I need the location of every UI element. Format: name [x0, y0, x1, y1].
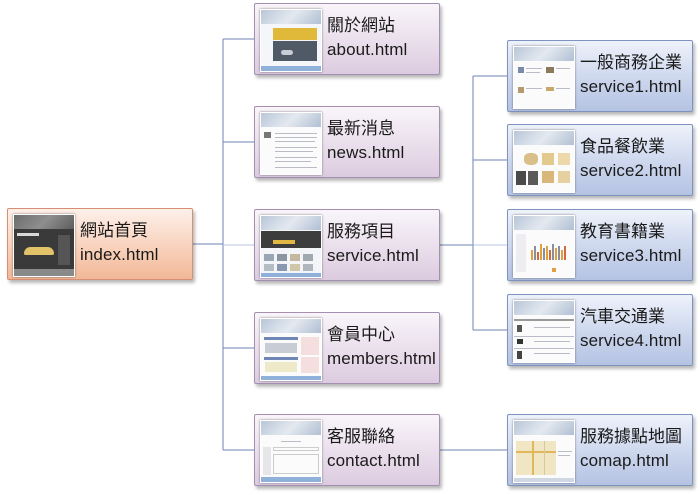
- node-filename: service4.html: [580, 331, 682, 350]
- node-contact-label: 客服聯絡 contact.html: [327, 426, 420, 472]
- members-page-thumbnail: [260, 318, 322, 381]
- service3-page-thumbnail: [513, 215, 575, 278]
- node-title: 關於網站: [327, 16, 395, 36]
- node-filename: about.html: [327, 40, 408, 59]
- node-title: 最新消息: [327, 119, 395, 139]
- node-service4[interactable]: 汽車交通業 service4.html: [507, 294, 693, 366]
- node-filename: contact.html: [327, 451, 420, 470]
- node-service2[interactable]: 食品餐飲業 service2.html: [507, 124, 693, 196]
- node-title: 服務據點地圖: [580, 427, 682, 447]
- node-title: 客服聯絡: [327, 427, 395, 447]
- index-page-thumbnail: [13, 214, 75, 277]
- node-filename: service2.html: [580, 161, 682, 180]
- node-service3[interactable]: 教育書籍業 service3.html: [507, 209, 693, 281]
- node-service4-label: 汽車交通業 service4.html: [580, 306, 681, 352]
- node-news[interactable]: 最新消息 news.html: [254, 106, 440, 178]
- node-service[interactable]: 服務項目 service.html: [254, 209, 440, 281]
- node-comap-label: 服務據點地圖 comap.html: [580, 426, 682, 472]
- node-members[interactable]: 會員中心 members.html: [254, 312, 440, 384]
- node-comap[interactable]: 服務據點地圖 comap.html: [507, 414, 693, 486]
- service1-page-thumbnail: [513, 46, 575, 109]
- map-page-thumbnail: [513, 420, 575, 483]
- service-page-thumbnail: [260, 215, 322, 278]
- node-service1[interactable]: 一般商務企業 service1.html: [507, 40, 693, 112]
- node-about[interactable]: 關於網站 about.html: [254, 3, 440, 75]
- contact-page-thumbnail: [260, 420, 322, 483]
- node-news-label: 最新消息 news.html: [327, 118, 404, 164]
- node-filename: service3.html: [580, 246, 682, 265]
- node-filename: comap.html: [580, 451, 669, 470]
- service2-page-thumbnail: [513, 130, 575, 193]
- about-page-thumbnail: [260, 9, 322, 72]
- service4-page-thumbnail: [513, 300, 575, 363]
- node-title: 一般商務企業: [580, 53, 682, 73]
- node-filename: service1.html: [580, 77, 682, 96]
- node-title: 食品餐飲業: [580, 137, 665, 157]
- node-filename: index.html: [80, 245, 159, 264]
- node-service2-label: 食品餐飲業 service2.html: [580, 136, 681, 182]
- node-filename: service.html: [327, 246, 419, 265]
- node-title: 會員中心: [327, 325, 395, 345]
- node-index[interactable]: 網站首頁 index.html: [7, 208, 193, 280]
- node-index-label: 網站首頁 index.html: [80, 220, 158, 266]
- node-members-label: 會員中心 members.html: [327, 324, 436, 370]
- node-title: 汽車交通業: [580, 307, 665, 327]
- node-service1-label: 一般商務企業 service1.html: [580, 52, 682, 98]
- node-service3-label: 教育書籍業 service3.html: [580, 221, 681, 267]
- node-title: 網站首頁: [80, 221, 148, 241]
- node-filename: members.html: [327, 349, 436, 368]
- node-filename: news.html: [327, 143, 405, 162]
- node-service-label: 服務項目 service.html: [327, 221, 419, 267]
- node-title: 教育書籍業: [580, 222, 665, 242]
- news-page-thumbnail: [260, 112, 322, 175]
- node-title: 服務項目: [327, 222, 395, 242]
- node-about-label: 關於網站 about.html: [327, 15, 407, 61]
- node-contact[interactable]: 客服聯絡 contact.html: [254, 414, 440, 486]
